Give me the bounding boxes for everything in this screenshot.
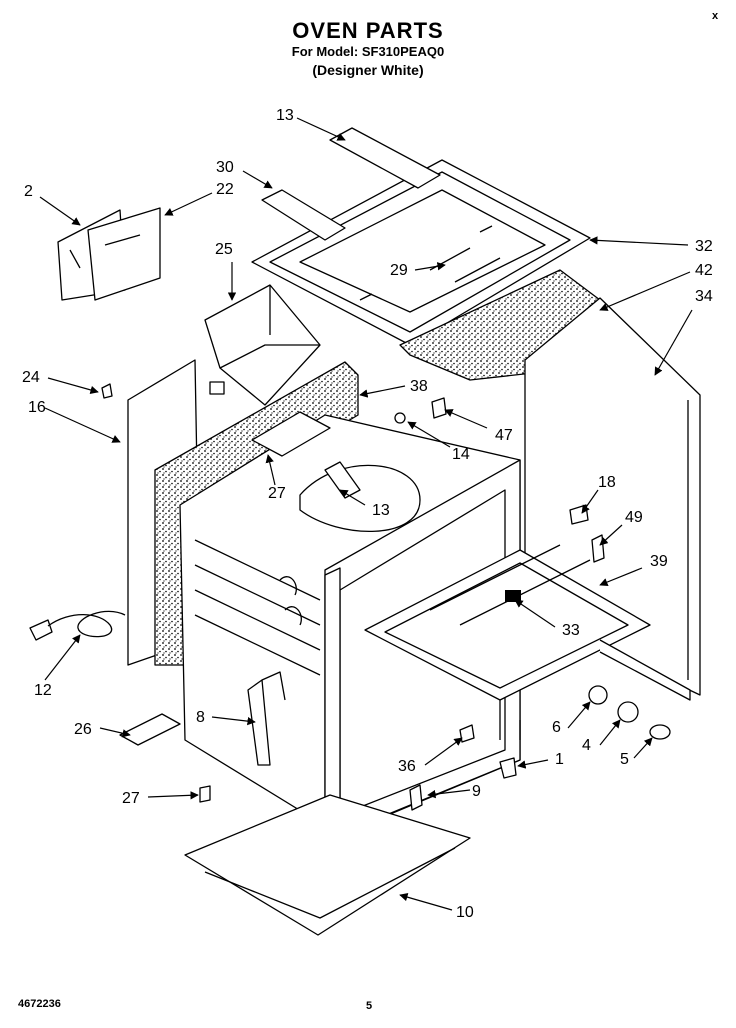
callout-4: 4 — [582, 737, 591, 754]
callout-10: 10 — [456, 904, 474, 921]
callout-14: 14 — [452, 446, 470, 463]
callout-47: 42 — [695, 262, 713, 279]
top-panel — [251, 159, 591, 346]
document-number: 4672236 — [18, 998, 61, 1010]
vent-grille — [251, 411, 331, 457]
callout-13: 13 — [372, 502, 390, 519]
callout-22: 22 — [216, 181, 234, 198]
callout-8: 8 — [196, 709, 205, 726]
bottom-tray — [184, 794, 471, 936]
element-plate — [324, 461, 361, 499]
side-bracket — [261, 189, 346, 241]
callout-12: 12 — [34, 682, 52, 699]
callout-16: 16 — [28, 399, 46, 416]
callout-36: 36 — [398, 758, 416, 775]
page-number: 5 — [366, 1000, 373, 1012]
callout-1: 1 — [555, 751, 564, 768]
callout-39: 39 — [650, 553, 668, 570]
corner-mark: x — [712, 10, 719, 22]
callout-32: 33 — [562, 622, 580, 639]
callout-33: 30 — [216, 159, 234, 176]
oven-rack — [364, 544, 651, 740]
callout-49: 49 — [625, 509, 643, 526]
callout-30: 32 — [695, 238, 713, 255]
callout-11: 13 — [276, 107, 294, 124]
model-line: For Model: SF310PEAQ0 — [291, 44, 445, 59]
callout-26: 26 — [74, 721, 92, 738]
callout-18: 18 — [598, 474, 616, 491]
callout-42: 47 — [495, 427, 513, 444]
top-bracket — [329, 127, 441, 189]
callout-2: 2 — [24, 183, 33, 200]
callout-34: 34 — [695, 288, 713, 305]
callout-29: 29 — [390, 262, 408, 279]
variant-line: (Designer White) — [312, 62, 424, 78]
callout-25: 27 — [268, 485, 286, 502]
callout-24: 25 — [215, 241, 233, 258]
callout-38: 38 — [410, 378, 428, 395]
callout-5: 5 — [620, 751, 629, 768]
callout-6: 6 — [552, 719, 561, 736]
callout-23: 24 — [22, 369, 40, 386]
callout-9: 9 — [472, 783, 481, 800]
diagram-title: OVEN PARTS — [292, 18, 444, 43]
callout-27: 27 — [122, 790, 140, 807]
vent-duct — [204, 284, 321, 406]
